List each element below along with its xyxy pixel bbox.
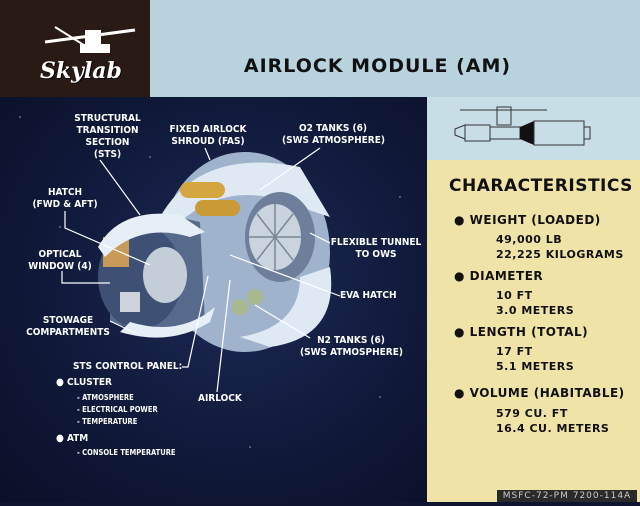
label-line: FLEXIBLE TUNNEL — [330, 237, 422, 248]
cluster-items: - ATMOSPHERE - ELECTRICAL POWER - TEMPERAT… — [77, 392, 158, 428]
char-label: DIAMETER — [469, 269, 544, 283]
char-values: 17 FT 5.1 METERS — [496, 344, 574, 374]
label-line: SHROUD (FAS) — [171, 136, 245, 147]
leader-lines — [61, 147, 341, 393]
char-value: 16.4 CU. METERS — [496, 422, 610, 435]
char-label: LENGTH (TOTAL) — [469, 325, 589, 339]
char-value: 5.1 METERS — [496, 360, 575, 373]
char-value: 49,000 LB — [496, 233, 563, 246]
list-item: - ELECTRICAL POWER — [77, 405, 158, 414]
label-line: TO OWS — [355, 249, 397, 260]
char-label: WEIGHT (LOADED) — [469, 213, 601, 227]
label-n2-tanks: N2 TANKS (6)(SWS ATMOSPHERE) — [300, 335, 403, 359]
label-line: (STS) — [93, 149, 122, 160]
char-value: 3.0 METERS — [496, 304, 575, 317]
skylab-cluster-schematic-icon — [454, 106, 591, 146]
logo-text: Skylab — [40, 58, 122, 84]
label-line: COMPARTMENTS — [26, 327, 110, 338]
label-line: N2 TANKS (6) — [317, 335, 385, 346]
char-item-length: ● LENGTH (TOTAL) — [454, 325, 589, 339]
list-item: - ATMOSPHERE — [77, 393, 134, 402]
label-atm: ● ATM — [56, 433, 89, 444]
list-item: - TEMPERATURE — [77, 417, 138, 426]
skylab-logo-icon — [44, 26, 136, 53]
label-line: FIXED AIRLOCK — [169, 124, 247, 135]
label-line: (SWS ATMOSPHERE) — [300, 347, 403, 358]
title-bar — [150, 0, 640, 97]
label-line: (FWD & AFT) — [32, 199, 98, 210]
char-item-diameter: ● DIAMETER — [454, 269, 544, 283]
char-values: 10 FT 3.0 METERS — [496, 288, 574, 318]
label-cluster: ● CLUSTER — [56, 377, 112, 388]
atm-text: ATM — [66, 433, 89, 444]
characteristics-panel — [427, 160, 640, 502]
cluster-text: CLUSTER — [66, 377, 112, 388]
label-sts-control-panel: STS CONTROL PANEL: — [73, 361, 183, 372]
char-item-weight: ● WEIGHT (LOADED) — [454, 213, 601, 227]
char-value: 579 CU. FT — [496, 407, 568, 420]
char-values: 49,000 LB 22,225 KILOGRAMS — [496, 232, 624, 262]
char-values: 579 CU. FT 16.4 CU. METERS — [496, 406, 609, 436]
char-value: 10 FT — [496, 289, 533, 302]
document-number: MSFC-72-PM 7200-114A — [497, 490, 637, 502]
char-value: 17 FT — [496, 345, 533, 358]
logo-panel: Skylab — [0, 0, 150, 97]
label-line: OPTICAL — [38, 249, 82, 260]
label-line: STOWAGE — [42, 315, 94, 326]
label-line: (SWS ATMOSPHERE) — [282, 135, 385, 146]
char-label: VOLUME (HABITABLE) — [469, 386, 625, 400]
label-line: WINDOW (4) — [28, 261, 92, 272]
char-item-volume: ● VOLUME (HABITABLE) — [454, 386, 625, 400]
label-line: SECTION — [85, 137, 130, 148]
page-title: AIRLOCK MODULE (AM) — [243, 55, 512, 77]
label-eva-hatch: EVA HATCH — [340, 290, 397, 301]
label-line: O2 TANKS (6) — [299, 123, 367, 134]
list-item: - CONSOLE TEMPERATURE — [77, 448, 176, 457]
label-airlock: AIRLOCK — [198, 393, 242, 404]
label-o2-tanks: O2 TANKS (6)(SWS ATMOSPHERE) — [282, 123, 385, 147]
label-line: STRUCTURAL — [74, 113, 141, 124]
characteristics-title: CHARACTERISTICS — [449, 176, 633, 196]
label-hatch: HATCH(FWD & AFT) — [30, 187, 100, 211]
label-line: HATCH — [48, 187, 82, 198]
atm-items: - CONSOLE TEMPERATURE — [77, 447, 176, 459]
label-line: TRANSITION — [76, 125, 139, 136]
char-value: 22,225 KILOGRAMS — [496, 248, 624, 261]
skylab-schematic-panel — [427, 97, 640, 160]
